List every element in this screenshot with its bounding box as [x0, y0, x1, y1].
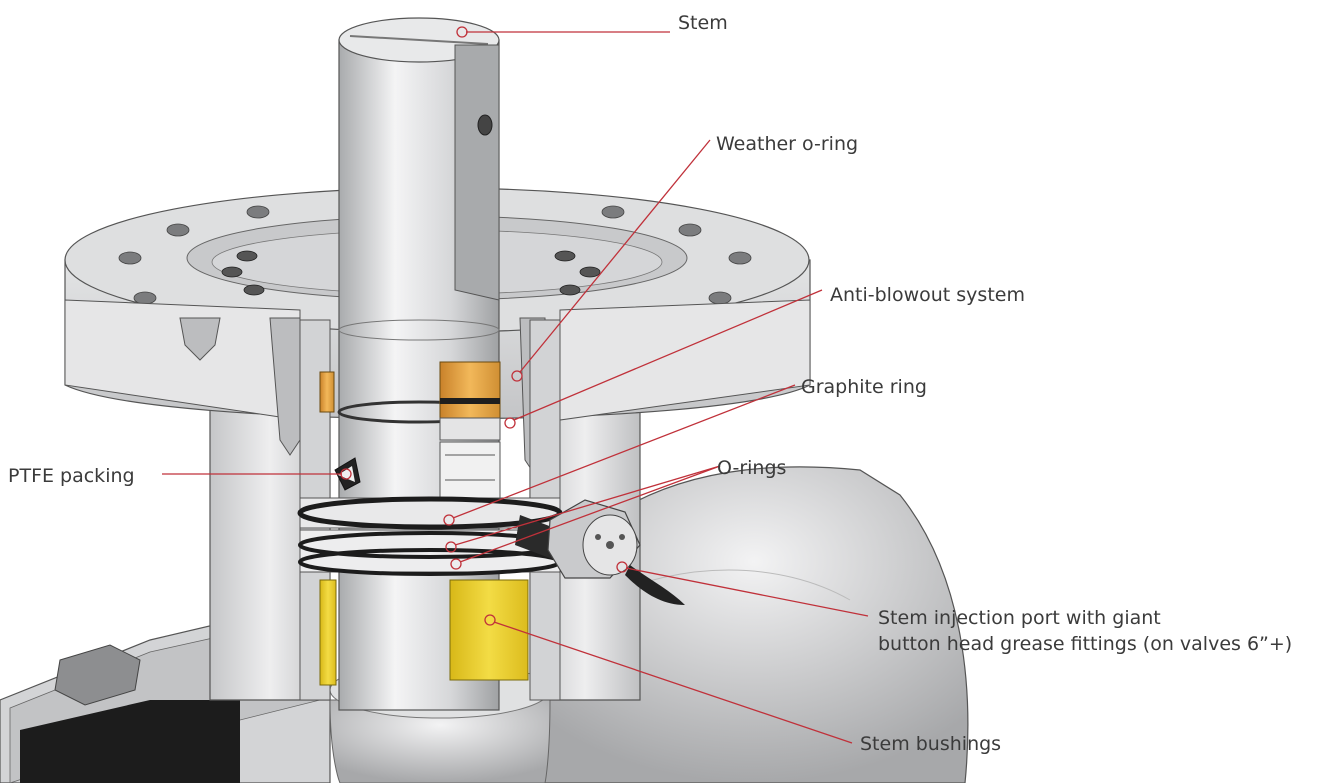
label-stem: Stem — [678, 12, 728, 34]
label-stem-bushings: Stem bushings — [860, 733, 1002, 755]
label-anti-blowout-system: Anti-blowout system — [830, 284, 1025, 306]
label-ptfe-packing: PTFE packing — [8, 465, 135, 487]
label-stem-injection-port: Stem injection port with giant button he… — [878, 605, 1292, 657]
ptfe-packing-ring — [334, 457, 361, 491]
label-stem-injection-line-2: button head grease fittings (on valves 6… — [878, 633, 1293, 655]
flange-screws — [221, 250, 601, 296]
label-graphite-ring: Graphite ring — [801, 376, 927, 398]
injection-port-fitting — [515, 499, 685, 605]
stem-bushing-blocks — [319, 579, 529, 686]
leader-lines — [162, 26, 869, 744]
label-o-rings: O-rings — [717, 457, 787, 479]
anti-blowout-blocks — [319, 361, 501, 499]
label-stem-injection-line-1: Stem injection port with giant — [878, 607, 1161, 629]
valve-body-right — [539, 466, 969, 783]
label-weather-o-ring: Weather o-ring — [716, 133, 859, 155]
